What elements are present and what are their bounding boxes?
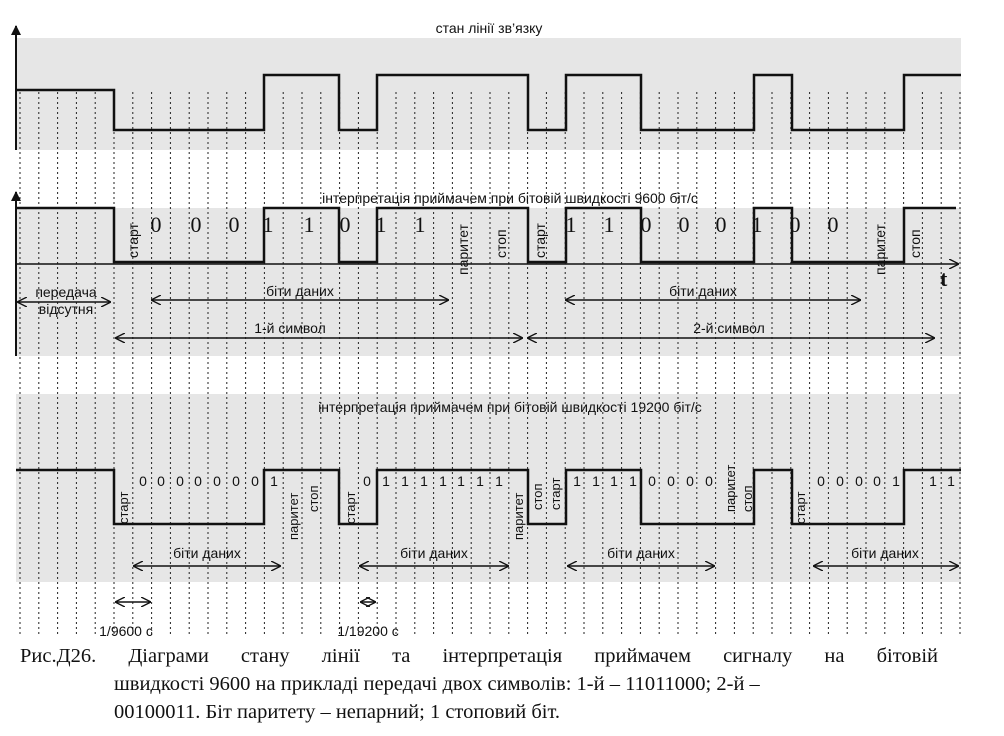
bit-value-9600: 0 <box>716 212 727 237</box>
figure-caption: Рис.Д26. Діаграми стану лінії та інтерпр… <box>20 642 938 726</box>
bit-value-19200: 0 <box>363 473 371 489</box>
frame-label: стоп <box>907 229 923 258</box>
time-axis-label: t <box>940 266 948 291</box>
bit-value-19200: 1 <box>495 473 503 489</box>
frame-label: старт <box>343 492 358 524</box>
bit-value-9600: 0 <box>151 212 162 237</box>
frame-label: старт <box>548 478 563 510</box>
frame-label: старт <box>116 492 131 524</box>
bit-value-19200: 1 <box>420 473 428 489</box>
frame-label: паритет <box>723 465 738 512</box>
bit-value-19200: 0 <box>648 473 656 489</box>
data-bits-label-6: біти даних <box>851 545 919 561</box>
bit-value-19200: 0 <box>213 473 221 489</box>
bit-value-19200: 1 <box>592 473 600 489</box>
bit-value-9600: 1 <box>415 212 426 237</box>
frame-label: паритет <box>286 493 301 540</box>
bit-value-19200: 0 <box>873 473 881 489</box>
waveform-line-state <box>16 73 961 132</box>
bit-value-19200: 1 <box>629 473 637 489</box>
bit-value-19200: 0 <box>667 473 675 489</box>
bit-value-19200: 0 <box>176 473 184 489</box>
bit-value-19200: 0 <box>232 473 240 489</box>
bit-value-9600: 1 <box>304 212 315 237</box>
data-bits-label-3: біти даних <box>173 545 241 561</box>
period-9600-label: 1/9600 с <box>99 623 153 639</box>
caption-line-3: 00100011. Біт паритету – непарний; 1 сто… <box>114 701 560 723</box>
bit-value-9600: 0 <box>828 212 839 237</box>
bit-value-9600: 1 <box>752 212 763 237</box>
frame-label: старт <box>793 492 808 524</box>
frame-label: паритет <box>872 223 888 275</box>
bit-value-19200: 0 <box>836 473 844 489</box>
caption-line-1: Рис.Д26. Діаграми стану лінії та інтерпр… <box>20 645 938 667</box>
bit-value-9600: 0 <box>790 212 801 237</box>
data-bits-label-2: біти даних <box>669 283 737 299</box>
bit-value-19200: 1 <box>929 473 937 489</box>
frame-label: паритет <box>455 223 471 275</box>
bit-value-19200: 0 <box>194 473 202 489</box>
bit-value-19200: 1 <box>439 473 447 489</box>
bit-value-9600: 0 <box>641 212 652 237</box>
frame-label: стоп <box>530 483 545 510</box>
bit-value-19200: 1 <box>947 473 955 489</box>
bit-value-19200: 1 <box>476 473 484 489</box>
bit-value-9600: 0 <box>679 212 690 237</box>
data-bits-label-5: біти даних <box>607 545 675 561</box>
bit-value-19200: 0 <box>855 473 863 489</box>
line-state-diagram: стан лінії зв’язку інтерпретація приймач… <box>11 18 961 639</box>
bit-value-9600: 1 <box>604 212 615 237</box>
frame-label: стоп <box>306 485 321 512</box>
waveform-9600 <box>16 206 956 264</box>
frame-labels-9600: старт паритет стоп старт паритет стоп <box>125 222 923 275</box>
frame-label: стоп <box>493 229 509 258</box>
bit-value-9600: 0 <box>229 212 240 237</box>
waveform-19200 <box>16 468 961 526</box>
bit-value-19200: 0 <box>686 473 694 489</box>
symbol2-label: 2-й символ <box>693 320 765 336</box>
bit-value-19200: 1 <box>270 473 278 489</box>
data-bits-label-4: біти даних <box>400 545 468 561</box>
bit-value-9600: 0 <box>191 212 202 237</box>
bit-value-9600: 1 <box>376 212 387 237</box>
panel-top-title: стан лінії зв’язку <box>436 20 543 36</box>
bit-value-19200: 1 <box>610 473 618 489</box>
no-transmission-label-2: відсутня <box>39 301 93 317</box>
no-transmission-label-1: передача <box>35 284 97 300</box>
bit-value-19200: 0 <box>705 473 713 489</box>
bit-value-9600: 0 <box>340 212 351 237</box>
bit-value-19200: 1 <box>382 473 390 489</box>
bit-value-19200: 0 <box>251 473 259 489</box>
bit-value-19200: 1 <box>892 473 900 489</box>
bit-value-19200: 0 <box>817 473 825 489</box>
frame-label: старт <box>532 222 548 258</box>
panel-9600 <box>16 208 961 356</box>
panel-line-state <box>16 38 961 150</box>
data-bits-label-1: біти даних <box>266 283 334 299</box>
bit-value-19200: 1 <box>573 473 581 489</box>
caption-line-2: швидкості 9600 на прикладі передачі двох… <box>114 673 760 695</box>
frame-label: паритет <box>511 493 526 540</box>
bit-value-19200: 0 <box>139 473 147 489</box>
panel-mid-title: інтерпретація приймачем при бітовій швид… <box>322 190 698 206</box>
bit-value-19200: 0 <box>157 473 165 489</box>
bit-value-19200: 1 <box>457 473 465 489</box>
period-19200-label: 1/19200 с <box>337 623 399 639</box>
panel-bot-title: інтерпретація приймачем при бітовій швид… <box>318 399 702 415</box>
frame-label: стоп <box>740 485 755 512</box>
bit-value-9600: 1 <box>566 212 577 237</box>
frame-label: старт <box>125 222 141 258</box>
bit-value-19200: 1 <box>401 473 409 489</box>
symbol1-label: 1-й символ <box>254 320 326 336</box>
bit-value-9600: 1 <box>263 212 274 237</box>
panel-19200 <box>16 394 961 582</box>
bit-grid-lines <box>19 92 961 636</box>
